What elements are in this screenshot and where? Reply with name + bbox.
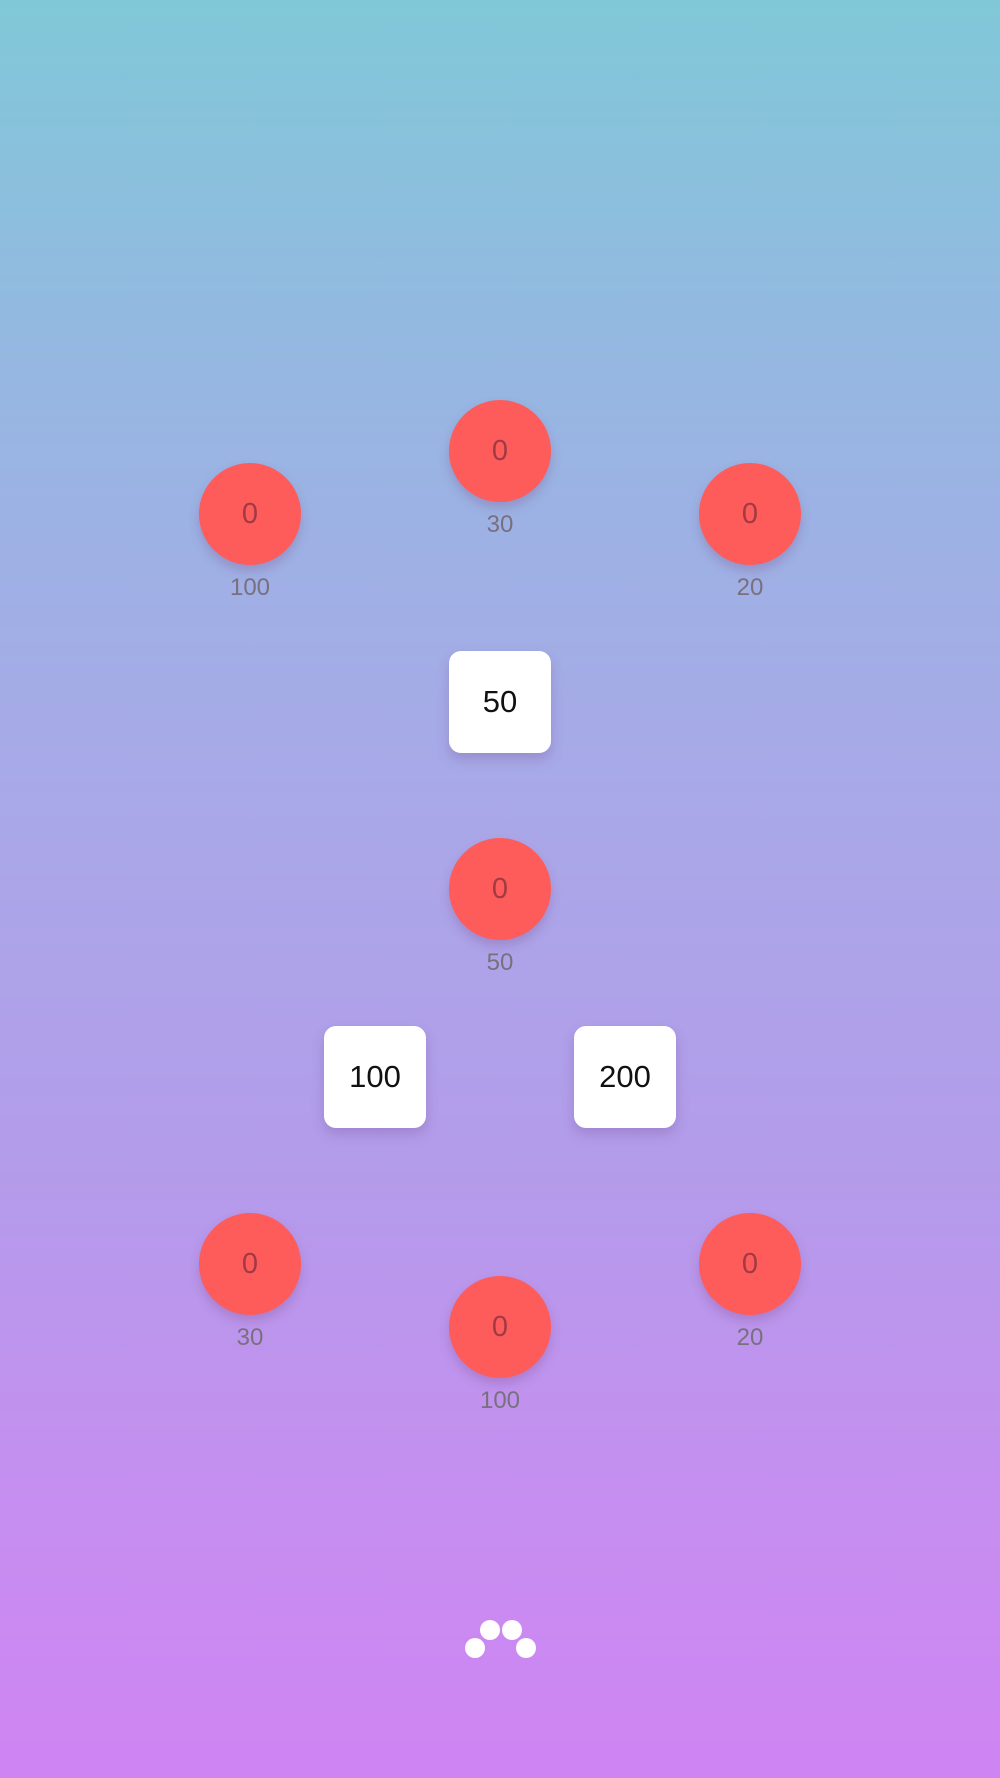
node-target: 100 — [479, 1387, 521, 1414]
node-target: 100 — [229, 574, 271, 601]
dot — [465, 1638, 485, 1658]
tile-left[interactable]: 100 — [324, 1026, 426, 1128]
node-target: 20 — [736, 574, 764, 601]
node-bottom-center[interactable]: 0 100 — [449, 1276, 551, 1414]
node-bottom-left[interactable]: 0 30 — [199, 1213, 301, 1351]
node-value: 0 — [741, 1248, 759, 1280]
node-bottom-right[interactable]: 0 20 — [699, 1213, 801, 1351]
tile-value: 200 — [599, 1059, 651, 1094]
node-target: 50 — [486, 949, 514, 976]
node-top-left[interactable]: 0 100 — [199, 463, 301, 601]
node-value: 0 — [491, 1311, 509, 1343]
node-target: 30 — [486, 511, 514, 538]
node-value: 0 — [491, 435, 509, 467]
tile-value: 100 — [349, 1059, 401, 1094]
node-value: 0 — [241, 498, 259, 530]
node-value: 0 — [241, 1248, 259, 1280]
tile-top[interactable]: 50 — [449, 651, 551, 753]
tile-right[interactable]: 200 — [574, 1026, 676, 1128]
dots-menu-icon[interactable] — [462, 1619, 538, 1667]
node-top-right[interactable]: 0 20 — [699, 463, 801, 601]
dot — [516, 1638, 536, 1658]
node-value: 0 — [741, 498, 759, 530]
node-middle[interactable]: 0 50 — [449, 838, 551, 976]
node-top-center[interactable]: 0 30 — [449, 400, 551, 538]
node-target: 20 — [736, 1324, 764, 1351]
node-value: 0 — [491, 873, 509, 905]
node-target: 30 — [236, 1324, 264, 1351]
dot — [480, 1620, 500, 1640]
dot — [502, 1620, 522, 1640]
tile-value: 50 — [482, 684, 518, 719]
